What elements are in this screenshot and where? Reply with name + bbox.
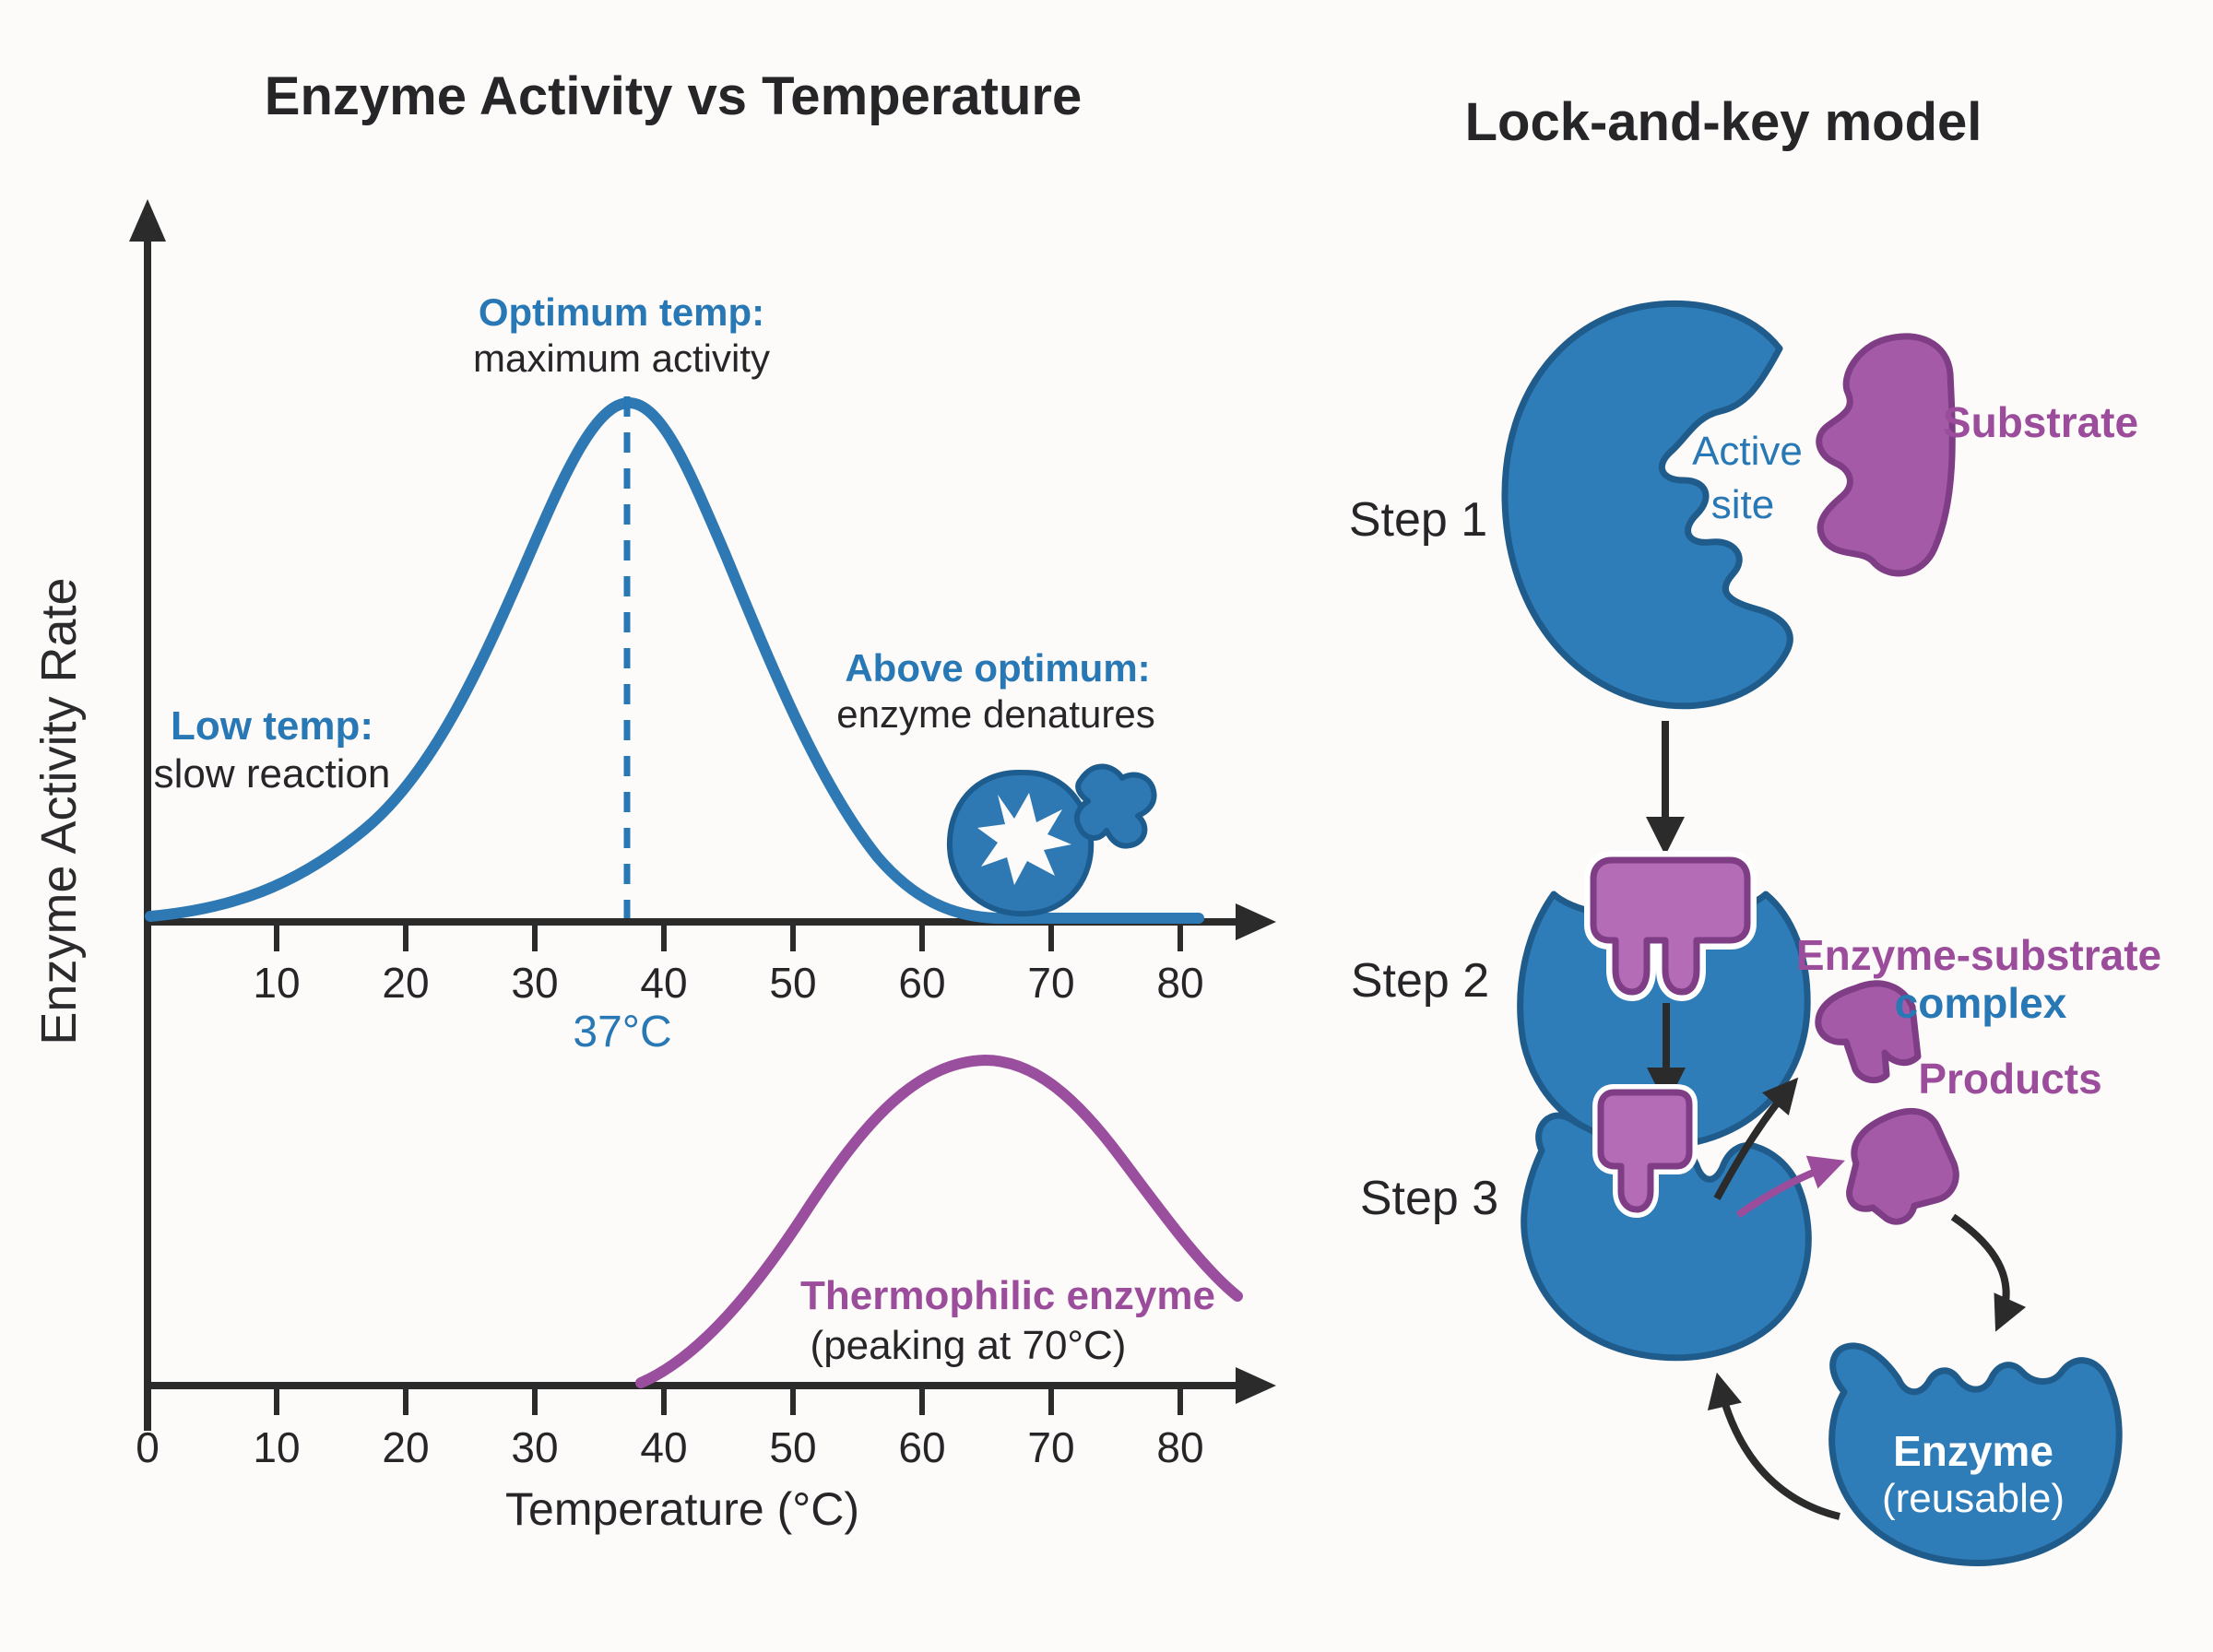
step-2-label: Step 2 <box>1350 954 1490 1008</box>
denatured-notch <box>977 793 1071 885</box>
low-temp-annotation-heading: Low temp: <box>171 703 373 749</box>
arrow-release-purple <box>1735 1155 1845 1219</box>
thermophilic-annotation-heading: Thermophilic enzyme <box>800 1273 1215 1318</box>
top-tick-40: 40 <box>640 959 688 1007</box>
reusable-enzyme-label-line1: Enzyme <box>1893 1427 2053 1475</box>
complex-label-line2: complex <box>1894 979 2067 1027</box>
x-axis-label: Temperature (°C) <box>505 1483 859 1535</box>
bottom-tick-60: 60 <box>898 1423 946 1471</box>
low-temp-annotation-text: slow reaction <box>153 751 391 796</box>
bottom-tick-80: 80 <box>1156 1423 1204 1471</box>
y-axis <box>129 199 166 1431</box>
bottom-tick-70: 70 <box>1027 1423 1075 1471</box>
top-tick-80: 80 <box>1156 959 1204 1007</box>
bottom-tick-30: 30 <box>511 1423 559 1471</box>
bottom-tick-50: 50 <box>769 1423 817 1471</box>
top-x-axis-ticks <box>274 922 1183 951</box>
top-x-axis-arrowhead <box>1236 903 1276 940</box>
product-lower <box>1846 1107 1959 1225</box>
top-tick-30: 30 <box>511 959 559 1007</box>
step-1-label: Step 1 <box>1348 493 1488 547</box>
enzyme-reusable <box>1828 1342 2123 1566</box>
products-label: Products <box>1918 1055 2102 1103</box>
left-chart-title: Enzyme Activity vs Temperature <box>264 66 1083 126</box>
arrow-product-to-enzyme <box>1950 1213 2027 1332</box>
optimum-annotation-text: maximum activity <box>472 336 771 380</box>
top-tick-70: 70 <box>1027 959 1075 1007</box>
optimum-temp-value: 37°C <box>573 1008 672 1056</box>
bottom-tick-0: 0 <box>136 1423 160 1471</box>
substrate-label: Substrate <box>1942 398 2139 446</box>
top-x-axis <box>144 903 1276 951</box>
bottom-tick-10: 10 <box>253 1423 301 1471</box>
active-site-label-line1: Active <box>1692 429 1803 474</box>
y-axis-arrowhead <box>129 199 166 242</box>
above-optimum-annotation-heading: Above optimum: <box>845 646 1151 690</box>
above-optimum-annotation-text: enzyme denatures <box>836 692 1155 736</box>
bottom-x-axis-arrowhead <box>1236 1367 1276 1404</box>
arrow-release-black <box>1713 1077 1799 1200</box>
substrate-step1 <box>1816 333 1956 577</box>
top-tick-10: 10 <box>253 959 301 1007</box>
step-3-label: Step 3 <box>1359 1172 1499 1225</box>
denatured-fragment <box>1074 763 1157 849</box>
right-panel-title: Lock-and-key model <box>1464 92 1982 152</box>
y-axis-label: Enzyme Activity Rate <box>31 577 87 1045</box>
bottom-tick-20: 20 <box>382 1423 430 1471</box>
complex-label-line1: Enzyme-substrate <box>1795 931 2162 979</box>
optimum-annotation-heading: Optimum temp: <box>478 290 765 334</box>
bottom-x-axis <box>144 1367 1276 1415</box>
thermophilic-annotation-text: (peaking at 70°C) <box>810 1323 1127 1368</box>
denatured-enzyme-icon <box>946 763 1157 917</box>
thermophilic-curve <box>635 1054 1243 1388</box>
bottom-x-axis-ticks <box>145 1386 1183 1415</box>
substrate-fragment-step3 <box>1597 1089 1693 1213</box>
product-upper <box>1815 980 1922 1084</box>
bottom-tick-40: 40 <box>640 1423 688 1471</box>
top-tick-60: 60 <box>898 959 946 1007</box>
enzyme-step1 <box>1501 300 1793 710</box>
top-tick-20: 20 <box>382 959 430 1007</box>
arrow-enzyme-recycle <box>1707 1372 1840 1520</box>
reusable-enzyme-label-line2: (reusable) <box>1881 1476 2065 1521</box>
arrow-step1-to-step2 <box>1646 721 1685 856</box>
substrate-step2 <box>1590 856 1751 996</box>
active-site-label-line2: site <box>1710 482 1775 527</box>
top-tick-50: 50 <box>769 959 817 1007</box>
